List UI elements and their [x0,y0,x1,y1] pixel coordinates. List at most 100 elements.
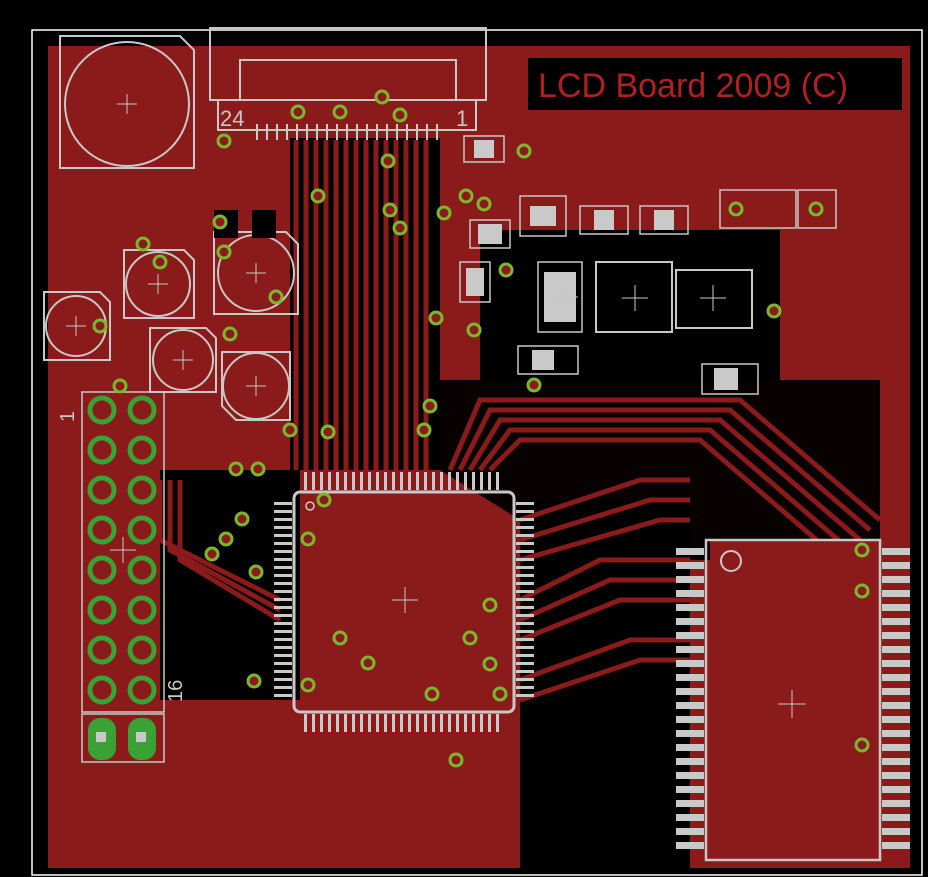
so-pin-right [882,758,910,765]
qfp-pin-bottom [440,714,443,732]
so-pin-left [676,814,704,821]
qfp-pin-bottom [464,714,467,732]
qfp-pin-bottom [320,714,323,732]
via [360,655,376,671]
so-pin-right [882,786,910,793]
via [92,318,108,334]
so-pin-left [676,744,704,751]
qfp-pin-left [274,558,292,561]
so-pin-right [882,744,910,751]
via [248,564,264,580]
via [526,377,542,393]
qfp-pin-right [516,614,534,617]
copper-traces [157,140,882,840]
battery-holder [59,35,195,169]
board-outline [31,29,923,876]
qfp-pin-right [516,638,534,641]
so-pin-right [882,716,910,723]
so-pin-left [676,800,704,807]
qfp-pin-top [496,472,499,490]
via [332,630,348,646]
so-pin-right [882,814,910,821]
title-block: LCD Board 2009 (C) [528,58,902,110]
via [498,262,514,278]
so-pin-left [676,674,704,681]
so-pin-right [882,646,910,653]
via [222,326,238,342]
via [854,542,870,558]
qfp-pin-right [516,598,534,601]
so-pin-right [882,632,910,639]
via [282,422,298,438]
qfp-pin-left [274,574,292,577]
pin-header: 1 16 [57,391,187,763]
qfp-pin-top [424,472,427,490]
qfp-pin-left [274,518,292,521]
qfp-pin-top [320,472,323,490]
so-package [704,538,882,862]
via [300,677,316,693]
qfp-pin-left [274,606,292,609]
qfp-pin-top [360,472,363,490]
so-pin-left [676,786,704,793]
so-pin-right [882,590,910,597]
so-pin-right [882,828,910,835]
qfp-pin-bottom [352,714,355,732]
qfp-pin-right [516,670,534,673]
via [380,153,396,169]
qfp-pin-top [408,472,411,490]
qfp-pin-top [488,472,491,490]
vias [92,89,870,768]
so-pin-right [882,674,910,681]
so-pin-right [882,660,910,667]
via [462,630,478,646]
via [424,686,440,702]
qfp-pin-right [516,510,534,513]
so-pin-left [676,660,704,667]
fpc-connector: 24 1 [209,27,487,131]
via [246,673,262,689]
so-pin-right [882,576,910,583]
so-pin-left [676,548,704,555]
qfp-pin-right [516,518,534,521]
qfp-microcontroller [292,490,516,714]
qfp-pin-right [516,630,534,633]
qfp-pin-right [516,566,534,569]
qfp-pin-left [274,598,292,601]
qfp-pin-left [274,550,292,553]
qfp-pin-top [328,472,331,490]
qfp-pin-bottom [496,714,499,732]
so-pin-left [676,758,704,765]
via [216,244,232,260]
qfp-pin-right [516,686,534,689]
qfp-pin-bottom [424,714,427,732]
qfp-pin-top [376,472,379,490]
via [152,254,168,270]
so-pin-right [882,548,910,555]
qfp-pin-bottom [400,714,403,732]
qfp-pin-right [516,646,534,649]
qfp-pin-top [352,472,355,490]
so-pin-left [676,632,704,639]
so-pin-left [676,702,704,709]
qfp-pin-right [516,590,534,593]
qfp-pin-top [392,472,395,490]
qfp-pin-bottom [432,714,435,732]
qfp-pin-left [274,670,292,673]
qfp-pin-right [516,654,534,657]
via [728,201,744,217]
qfp-pin-right [516,678,534,681]
qfp-pin-left [274,646,292,649]
qfp-pin-right [516,606,534,609]
qfp-pin-top [384,472,387,490]
via [250,461,266,477]
qfp-pin-top [312,472,315,490]
qfp-pin-top [456,472,459,490]
qfp-pin-top [448,472,451,490]
connector-pin-left-label: 24 [220,106,244,131]
qfp-pin-bottom [480,714,483,732]
qfp-pins [274,472,534,732]
qfp-pin-left [274,566,292,569]
qfp-pin-bottom [384,714,387,732]
via [392,220,408,236]
